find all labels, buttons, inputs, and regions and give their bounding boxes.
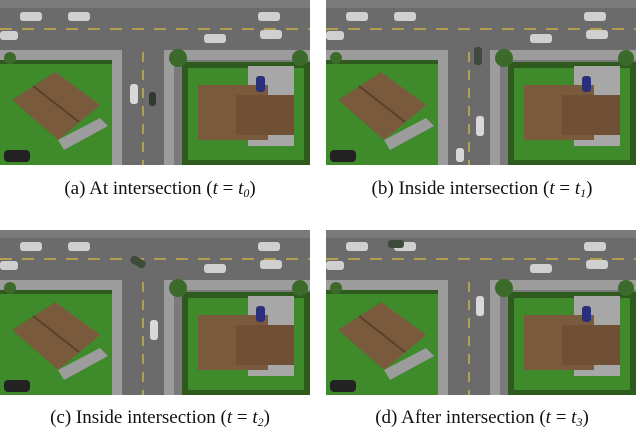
scene-panel-c — [0, 230, 310, 395]
ego-car — [130, 84, 138, 104]
var-t: t — [549, 178, 555, 199]
other-car — [388, 240, 404, 248]
ego-car-trail — [456, 148, 464, 162]
equals-sign: = — [236, 407, 248, 428]
paren-close: ) — [582, 407, 589, 428]
paren-open: ( — [206, 178, 213, 199]
caption-c: (c) Inside intersection (t = t2) — [0, 407, 320, 430]
caption-a: (a) At intersection (t = t0) — [0, 178, 320, 201]
caption-text: At intersection — [89, 178, 202, 199]
var-t: t — [238, 178, 244, 199]
subscript: 0 — [243, 186, 250, 200]
other-car — [149, 92, 156, 106]
subscript: 2 — [257, 415, 264, 429]
paren-open: ( — [539, 407, 546, 428]
var-t: t — [226, 407, 233, 428]
var-t: t — [574, 178, 581, 199]
subscript: 1 — [580, 186, 587, 200]
scene-panel-a — [0, 0, 310, 165]
caption-letter: (d) — [375, 407, 398, 428]
ego-car — [150, 320, 158, 340]
paren-open: ( — [220, 407, 227, 428]
other-car — [474, 47, 482, 65]
paren-close: ) — [249, 178, 256, 199]
subscript: 3 — [576, 415, 583, 429]
caption-letter: (c) — [50, 407, 72, 428]
ego-car — [476, 296, 484, 316]
paren-close: ) — [586, 178, 593, 199]
scene-panel-d — [326, 230, 636, 395]
var-t: t — [545, 407, 551, 428]
caption-letter: (b) — [371, 178, 394, 199]
other-car — [130, 255, 146, 269]
paren-open: ( — [543, 178, 550, 199]
equals-sign: = — [555, 407, 567, 428]
caption-b: (b) Inside intersection (t = t1) — [322, 178, 640, 201]
aerial-scene-a — [0, 0, 310, 165]
aerial-scene-b — [326, 0, 636, 165]
caption-letter: (a) — [64, 178, 86, 199]
caption-text: After intersection — [401, 407, 535, 428]
var-t: t — [571, 407, 577, 428]
aerial-scene-c — [0, 230, 310, 395]
scene-panel-b — [326, 0, 636, 165]
aerial-scene-d — [326, 230, 636, 395]
caption-text: Inside intersection — [75, 407, 216, 428]
caption-text: Inside intersection — [398, 178, 539, 199]
caption-d: (d) After intersection (t = t3) — [322, 407, 640, 430]
equals-sign: = — [559, 178, 571, 199]
paren-close: ) — [263, 407, 270, 428]
var-t: t — [252, 407, 258, 428]
var-t: t — [212, 178, 218, 199]
equals-sign: = — [222, 178, 234, 199]
ego-car — [476, 116, 484, 136]
